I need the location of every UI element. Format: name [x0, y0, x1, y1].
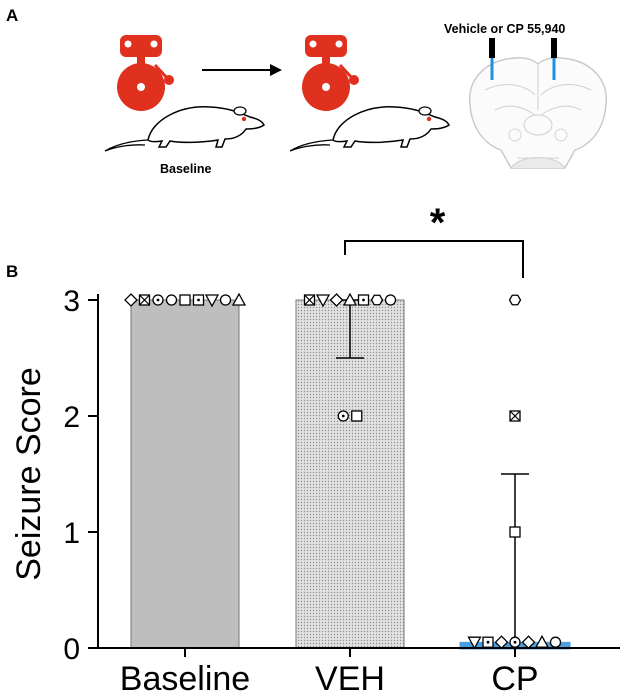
data-point: [342, 292, 358, 306]
y-tick-label: 1: [63, 517, 80, 550]
data-point: [337, 410, 349, 422]
y-axis-title: Seizure Score: [10, 367, 48, 581]
data-point: [508, 294, 522, 306]
data-point: [370, 294, 384, 306]
data-point: [231, 292, 247, 306]
data-point: [509, 410, 521, 422]
data-point: [138, 294, 151, 306]
data-point: [482, 636, 494, 648]
data-point: [534, 634, 550, 648]
panel-a-schematic: Baseline Vehicle or CP 55,940: [104, 22, 607, 176]
data-point: [509, 526, 521, 538]
bell-icon: [117, 35, 174, 111]
x-tick-label: VEH: [315, 660, 385, 693]
significance-star: *: [430, 201, 446, 245]
baseline-label: Baseline: [160, 162, 211, 176]
bell-icon: [302, 35, 359, 111]
x-tick-label: CP: [491, 660, 538, 693]
data-point: [384, 294, 397, 306]
data-point: [219, 294, 232, 306]
injection-label: Vehicle or CP 55,940: [444, 22, 565, 36]
data-point: [192, 294, 205, 306]
data-point: [467, 636, 482, 650]
arrow-icon: [202, 64, 282, 76]
y-tick-label: 3: [63, 285, 80, 318]
panel-a-label: A: [6, 6, 19, 25]
rat-icon: [104, 106, 265, 152]
data-point: [303, 294, 316, 306]
y-tick-label: 0: [63, 633, 80, 666]
y-tick-label: 2: [63, 401, 80, 434]
x-tick-label: Baseline: [120, 660, 250, 693]
brain-section-icon: [469, 38, 607, 169]
rat-icon: [289, 106, 450, 152]
data-point: [329, 293, 344, 307]
data-point: [152, 294, 164, 306]
data-point: [351, 410, 363, 422]
data-point: [179, 294, 191, 306]
data-point: [549, 636, 562, 648]
panel-b-label: B: [6, 262, 19, 281]
data-point: [165, 294, 178, 306]
data-point: [124, 293, 138, 307]
significance-bracket: [344, 240, 524, 278]
data-point: [315, 294, 331, 308]
data-point: [509, 636, 521, 648]
data-point: [357, 294, 370, 306]
data-point: [204, 294, 220, 308]
bar-baseline: [130, 299, 240, 649]
